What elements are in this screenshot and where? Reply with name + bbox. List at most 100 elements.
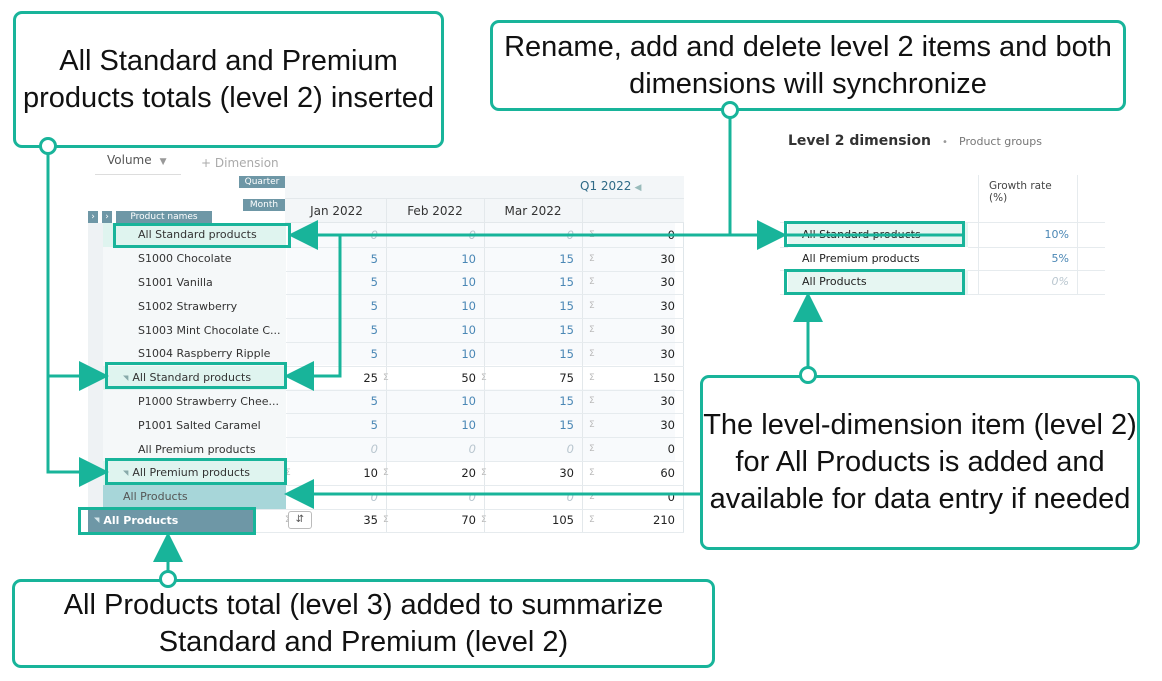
cell-total[interactable]: 30 — [660, 346, 675, 361]
sigma-icon: Σ — [589, 396, 595, 407]
collapse-icon[interactable]: ◥ — [123, 468, 129, 477]
cell-feb[interactable]: 0 — [468, 442, 476, 457]
row-label[interactable]: All Products — [103, 484, 286, 509]
collapse-toggle[interactable]: › — [88, 211, 98, 223]
cell-jan[interactable]: 10 — [363, 465, 378, 480]
row-label-text: All Products — [103, 513, 179, 527]
cell-jan[interactable]: 5 — [370, 323, 378, 338]
level2-row-label[interactable]: All Premium products — [788, 246, 968, 271]
cell-feb[interactable]: 10 — [461, 299, 476, 314]
table-row: P1000 Strawberry Chee... 5 10 15 Σ 30 — [103, 389, 684, 415]
cell-feb[interactable]: 50 — [461, 370, 476, 385]
cell-feb[interactable]: 70 — [461, 513, 476, 528]
cell-total[interactable]: 30 — [660, 418, 675, 433]
row-label[interactable]: ◥All Premium products — [103, 461, 286, 485]
cell-jan[interactable]: 5 — [370, 299, 378, 314]
sigma-icon: Σ — [481, 372, 487, 383]
cell-total[interactable]: 30 — [660, 299, 675, 314]
cell-total[interactable]: 30 — [660, 323, 675, 338]
cell-jan[interactable]: 5 — [370, 275, 378, 290]
row-label[interactable]: S1001 Vanilla — [103, 270, 286, 295]
cell-mar[interactable]: 30 — [559, 465, 574, 480]
growth-rate-cell[interactable]: 10% — [978, 223, 1078, 247]
row-label[interactable]: P1000 Strawberry Chee... — [103, 389, 286, 414]
col-feb[interactable]: Feb 2022 — [407, 204, 463, 218]
cell-total[interactable]: 30 — [660, 275, 675, 290]
cell-feb[interactable]: 10 — [461, 323, 476, 338]
cell-mar[interactable]: 15 — [559, 418, 574, 433]
row-label[interactable]: P1001 Salted Caramel — [103, 413, 286, 438]
cell-feb[interactable]: 10 — [461, 251, 476, 266]
connector-dot — [799, 366, 817, 384]
collapse-left-icon[interactable]: ◀ — [634, 183, 642, 193]
sigma-icon: Σ — [589, 491, 595, 502]
cell-total[interactable]: 0 — [667, 442, 675, 457]
row-label-text: S1001 Vanilla — [138, 275, 213, 289]
filter-icon[interactable]: ⇵ — [288, 511, 312, 529]
row-label[interactable]: ◥All Standard products — [103, 365, 286, 390]
cell-mar[interactable]: 15 — [559, 299, 574, 314]
cell-total[interactable]: 30 — [660, 251, 675, 266]
row-label[interactable]: All Premium products — [103, 437, 286, 461]
cell-total[interactable]: 150 — [653, 370, 675, 385]
growth-rate-header[interactable]: Growth rate (%) — [978, 175, 1078, 223]
cell-jan[interactable]: 35 — [363, 513, 378, 528]
level2-row-label[interactable]: All Products — [788, 270, 968, 294]
cell-mar[interactable]: 15 — [559, 323, 574, 338]
cell-feb[interactable]: 10 — [461, 275, 476, 290]
row-label[interactable]: ◥All Products — [88, 508, 256, 533]
cell-total[interactable]: 0 — [667, 489, 675, 504]
cell-jan[interactable]: 5 — [370, 251, 378, 266]
cell-mar[interactable]: 15 — [559, 275, 574, 290]
cell-mar[interactable]: 15 — [559, 251, 574, 266]
cell-total[interactable]: 210 — [653, 513, 675, 528]
cell-mar[interactable]: 15 — [559, 346, 574, 361]
cell-total[interactable]: 60 — [660, 465, 675, 480]
row-label-text: S1002 Strawberry — [138, 299, 238, 313]
cell-feb[interactable]: 10 — [461, 394, 476, 409]
cell-jan[interactable]: 0 — [370, 489, 378, 504]
cell-jan[interactable]: 5 — [370, 346, 378, 361]
cell-mar[interactable]: 0 — [566, 489, 574, 504]
level2-header: Level 2 dimension • Product groups — [788, 133, 1042, 149]
cell-jan[interactable]: 5 — [370, 394, 378, 409]
cell-total[interactable]: 30 — [660, 394, 675, 409]
cell-feb[interactable]: 10 — [461, 346, 476, 361]
connector-dot — [159, 570, 177, 588]
volume-dropdown[interactable]: Volume▼ — [95, 153, 181, 175]
cell-jan[interactable]: 0 — [370, 442, 378, 457]
cell-mar[interactable]: 105 — [552, 513, 574, 528]
col-jan[interactable]: Jan 2022 — [310, 204, 363, 218]
cell-mar[interactable]: 0 — [566, 442, 574, 457]
cell-jan[interactable]: 5 — [370, 418, 378, 433]
col-mar[interactable]: Mar 2022 — [504, 204, 562, 218]
chevron-down-icon: ▼ — [159, 157, 167, 167]
growth-rate-cell[interactable]: 0% — [978, 270, 1078, 294]
sigma-icon: Σ — [383, 467, 389, 478]
row-label[interactable]: All Standard products — [103, 223, 286, 247]
quarter-tag: Quarter — [239, 176, 285, 188]
cell-feb[interactable]: 0 — [468, 489, 476, 504]
sigma-icon: Σ — [285, 467, 291, 478]
sigma-icon: Σ — [589, 515, 595, 526]
cell-mar[interactable]: 75 — [559, 370, 574, 385]
add-dimension-button[interactable]: + Dimension — [201, 156, 279, 170]
row-label[interactable]: S1002 Strawberry — [103, 294, 286, 319]
cell-feb[interactable]: 10 — [461, 418, 476, 433]
growth-rate-cell[interactable]: 5% — [978, 246, 1078, 271]
row-label[interactable]: S1004 Raspberry Ripple — [103, 342, 286, 366]
row-label-text: All Standard products — [132, 371, 252, 385]
collapse-icon[interactable]: ◥ — [123, 373, 129, 382]
row-label[interactable]: S1003 Mint Chocolate C... — [103, 318, 286, 342]
cell-mar[interactable]: 15 — [559, 394, 574, 409]
sigma-icon: Σ — [383, 372, 389, 383]
expand-toggle[interactable]: › — [102, 211, 112, 223]
row-label[interactable]: S1000 Chocolate — [103, 246, 286, 271]
cell-jan[interactable]: 25 — [363, 370, 378, 385]
cell-feb[interactable]: 20 — [461, 465, 476, 480]
quarter-label[interactable]: Q1 2022◀ — [580, 179, 641, 193]
collapse-icon[interactable]: ◥ — [94, 516, 100, 525]
